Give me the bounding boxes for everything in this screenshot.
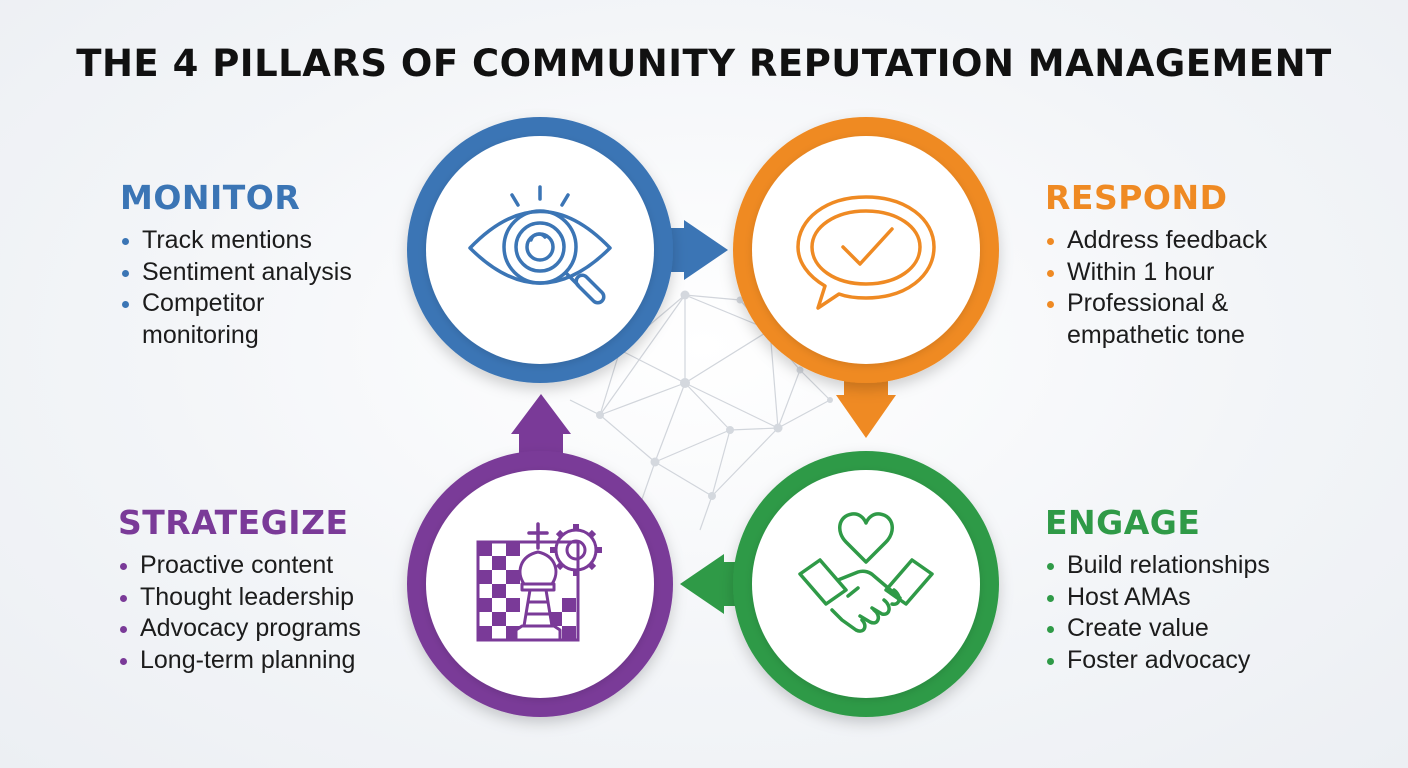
pillar-list: Address feedback Within 1 hour Professio…	[1045, 225, 1375, 351]
list-item: Long-term planning	[118, 645, 448, 677]
list-item: Build relationships	[1045, 550, 1375, 582]
pillar-engage: ENGAGE Build relationships Host AMAs Cre…	[1045, 503, 1375, 676]
respond-circle	[733, 117, 999, 383]
list-item: Competitor monitoring	[120, 288, 450, 351]
engage-circle	[733, 451, 999, 717]
pillar-list: Track mentions Sentiment analysis Compet…	[120, 225, 450, 351]
handshake-heart-icon	[798, 512, 934, 633]
list-item: Host AMAs	[1045, 582, 1375, 614]
list-item: Advocacy programs	[118, 613, 448, 645]
bullet-dot	[1047, 626, 1054, 633]
bullet-dot	[1047, 563, 1054, 570]
list-item: Within 1 hour	[1045, 257, 1375, 289]
pillar-strategize: STRATEGIZE Proactive content Thought lea…	[118, 503, 448, 676]
bullet-dot	[120, 594, 127, 602]
monitor-circle	[407, 117, 673, 383]
bullet-dot	[120, 563, 127, 570]
bullet-dot	[1047, 657, 1054, 665]
list-item: Sentiment analysis	[120, 257, 450, 289]
pillar-list: Proactive content Thought leadership Adv…	[118, 550, 448, 676]
list-item: Thought leadership	[118, 582, 448, 614]
list-item: Foster advocacy	[1045, 645, 1375, 677]
strategize-circle	[407, 451, 673, 717]
bullet-dot	[1047, 269, 1054, 277]
chess-king-gear-icon	[476, 522, 602, 642]
chat-bubble-check-icon	[796, 195, 936, 310]
eye-magnifier-icon	[468, 185, 612, 305]
bullet-dot	[1047, 594, 1054, 602]
list-item: Proactive content	[118, 550, 448, 582]
bullet-dot	[120, 657, 127, 665]
bullet-dot	[122, 301, 129, 308]
bullet-dot	[122, 238, 129, 245]
pillar-heading: MONITOR	[120, 178, 301, 217]
bullet-dot	[1047, 238, 1054, 245]
chess-king	[514, 550, 562, 642]
bullet-dot	[1047, 301, 1054, 308]
pillar-monitor: MONITOR Track mentions Sentiment analysi…	[120, 178, 450, 351]
pillar-heading: STRATEGIZE	[118, 503, 349, 542]
pillar-heading: ENGAGE	[1045, 503, 1201, 542]
list-item: Address feedback	[1045, 225, 1375, 257]
page-title: THE 4 PILLARS OF COMMUNITY REPUTATION MA…	[76, 42, 1332, 85]
chessboard	[478, 542, 576, 640]
list-item: Create value	[1045, 613, 1375, 645]
bullet-dot	[122, 269, 129, 277]
list-item: Track mentions	[120, 225, 450, 257]
pillar-respond: RESPOND Address feedback Within 1 hour P…	[1045, 178, 1375, 351]
gear	[550, 524, 602, 576]
pillar-list: Build relationships Host AMAs Create val…	[1045, 550, 1375, 676]
pillar-heading: RESPOND	[1045, 178, 1228, 217]
list-item: Professional & empathetic tone	[1045, 288, 1375, 351]
bullet-dot	[120, 626, 127, 633]
